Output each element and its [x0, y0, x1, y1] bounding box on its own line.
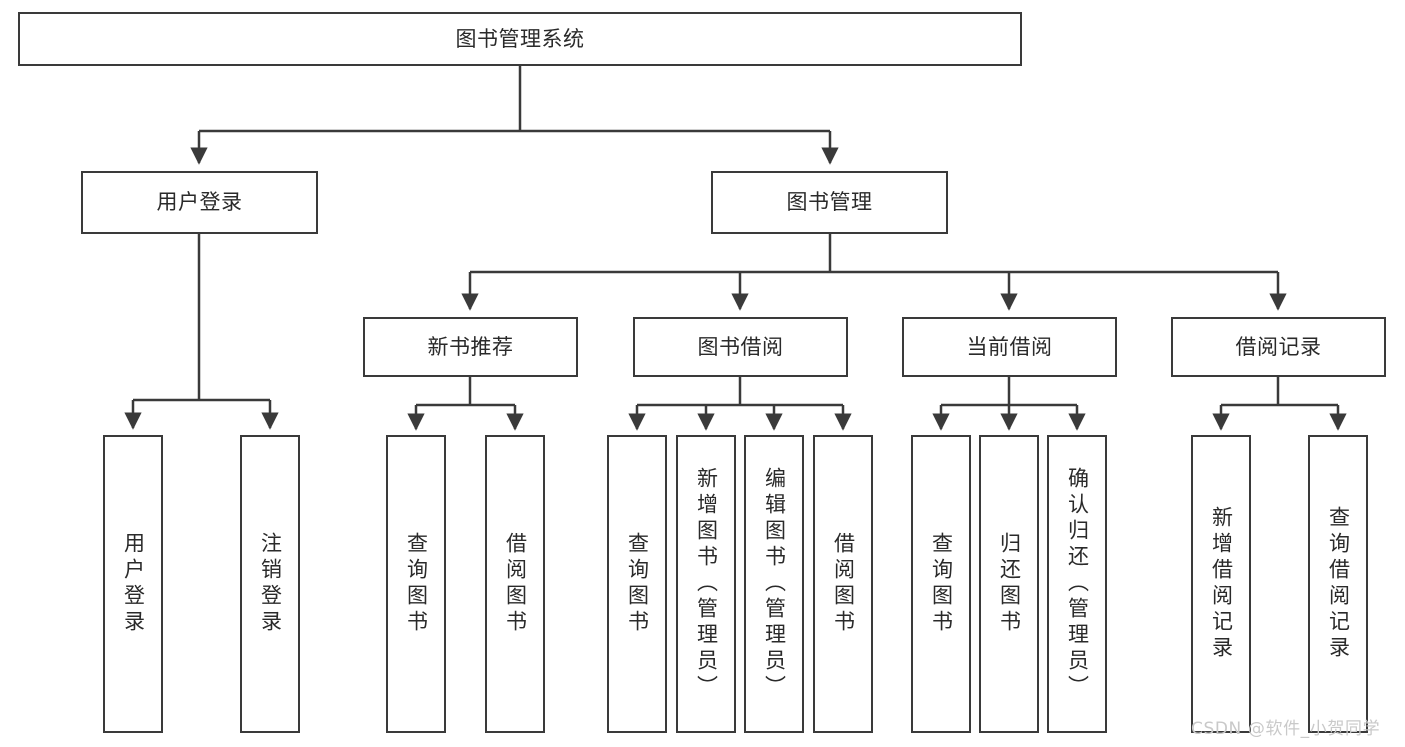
leaf-new-book-rec-query-label: 查询图书: [404, 532, 429, 636]
leaf-user-login-login[interactable]: 用户登录: [103, 435, 163, 733]
leaf-current-borrow-confirm[interactable]: 确认归还（管理员）: [1047, 435, 1107, 733]
node-user-login-label: 用户登录: [156, 190, 243, 215]
leaf-current-borrow-query-label: 查询图书: [929, 532, 954, 636]
leaf-book-borrow-borrow-label: 借阅图书: [831, 532, 856, 636]
node-root[interactable]: 图书管理系统: [18, 12, 1022, 66]
leaf-book-borrow-add[interactable]: 新增图书（管理员）: [676, 435, 736, 733]
leaf-borrow-record-add[interactable]: 新增借阅记录: [1191, 435, 1251, 733]
leaf-new-book-rec-borrow-label: 借阅图书: [503, 532, 528, 636]
leaf-book-borrow-borrow[interactable]: 借阅图书: [813, 435, 873, 733]
leaf-current-borrow-query[interactable]: 查询图书: [911, 435, 971, 733]
node-book-manage-label: 图书管理: [786, 190, 873, 215]
node-current-borrow[interactable]: 当前借阅: [902, 317, 1117, 377]
leaf-new-book-rec-query[interactable]: 查询图书: [386, 435, 446, 733]
leaf-book-borrow-add-label: 新增图书（管理员）: [694, 467, 719, 701]
leaf-current-borrow-confirm-label: 确认归还（管理员）: [1065, 467, 1090, 701]
node-user-login[interactable]: 用户登录: [81, 171, 318, 234]
node-borrow-record-label: 借阅记录: [1235, 334, 1322, 359]
leaf-new-book-rec-borrow[interactable]: 借阅图书: [485, 435, 545, 733]
node-borrow-record[interactable]: 借阅记录: [1171, 317, 1386, 377]
node-book-manage[interactable]: 图书管理: [711, 171, 948, 234]
leaf-borrow-record-query[interactable]: 查询借阅记录: [1308, 435, 1368, 733]
leaf-book-borrow-query[interactable]: 查询图书: [607, 435, 667, 733]
node-new-book-rec[interactable]: 新书推荐: [363, 317, 578, 377]
leaf-current-borrow-return[interactable]: 归还图书: [979, 435, 1039, 733]
node-new-book-rec-label: 新书推荐: [427, 334, 514, 359]
node-root-label: 图书管理系统: [455, 26, 585, 51]
leaf-user-login-logout-label: 注销登录: [258, 532, 283, 636]
node-book-borrow-label: 图书借阅: [697, 334, 784, 359]
node-book-borrow[interactable]: 图书借阅: [633, 317, 848, 377]
leaf-current-borrow-return-label: 归还图书: [997, 532, 1022, 636]
leaf-book-borrow-edit-label: 编辑图书（管理员）: [762, 467, 787, 701]
leaf-user-login-logout[interactable]: 注销登录: [240, 435, 300, 733]
leaf-book-borrow-edit[interactable]: 编辑图书（管理员）: [744, 435, 804, 733]
leaf-book-borrow-query-label: 查询图书: [625, 532, 650, 636]
leaf-user-login-login-label: 用户登录: [121, 532, 146, 636]
leaf-borrow-record-query-label: 查询借阅记录: [1326, 506, 1351, 662]
leaf-borrow-record-add-label: 新增借阅记录: [1209, 506, 1234, 662]
node-current-borrow-label: 当前借阅: [966, 334, 1053, 359]
